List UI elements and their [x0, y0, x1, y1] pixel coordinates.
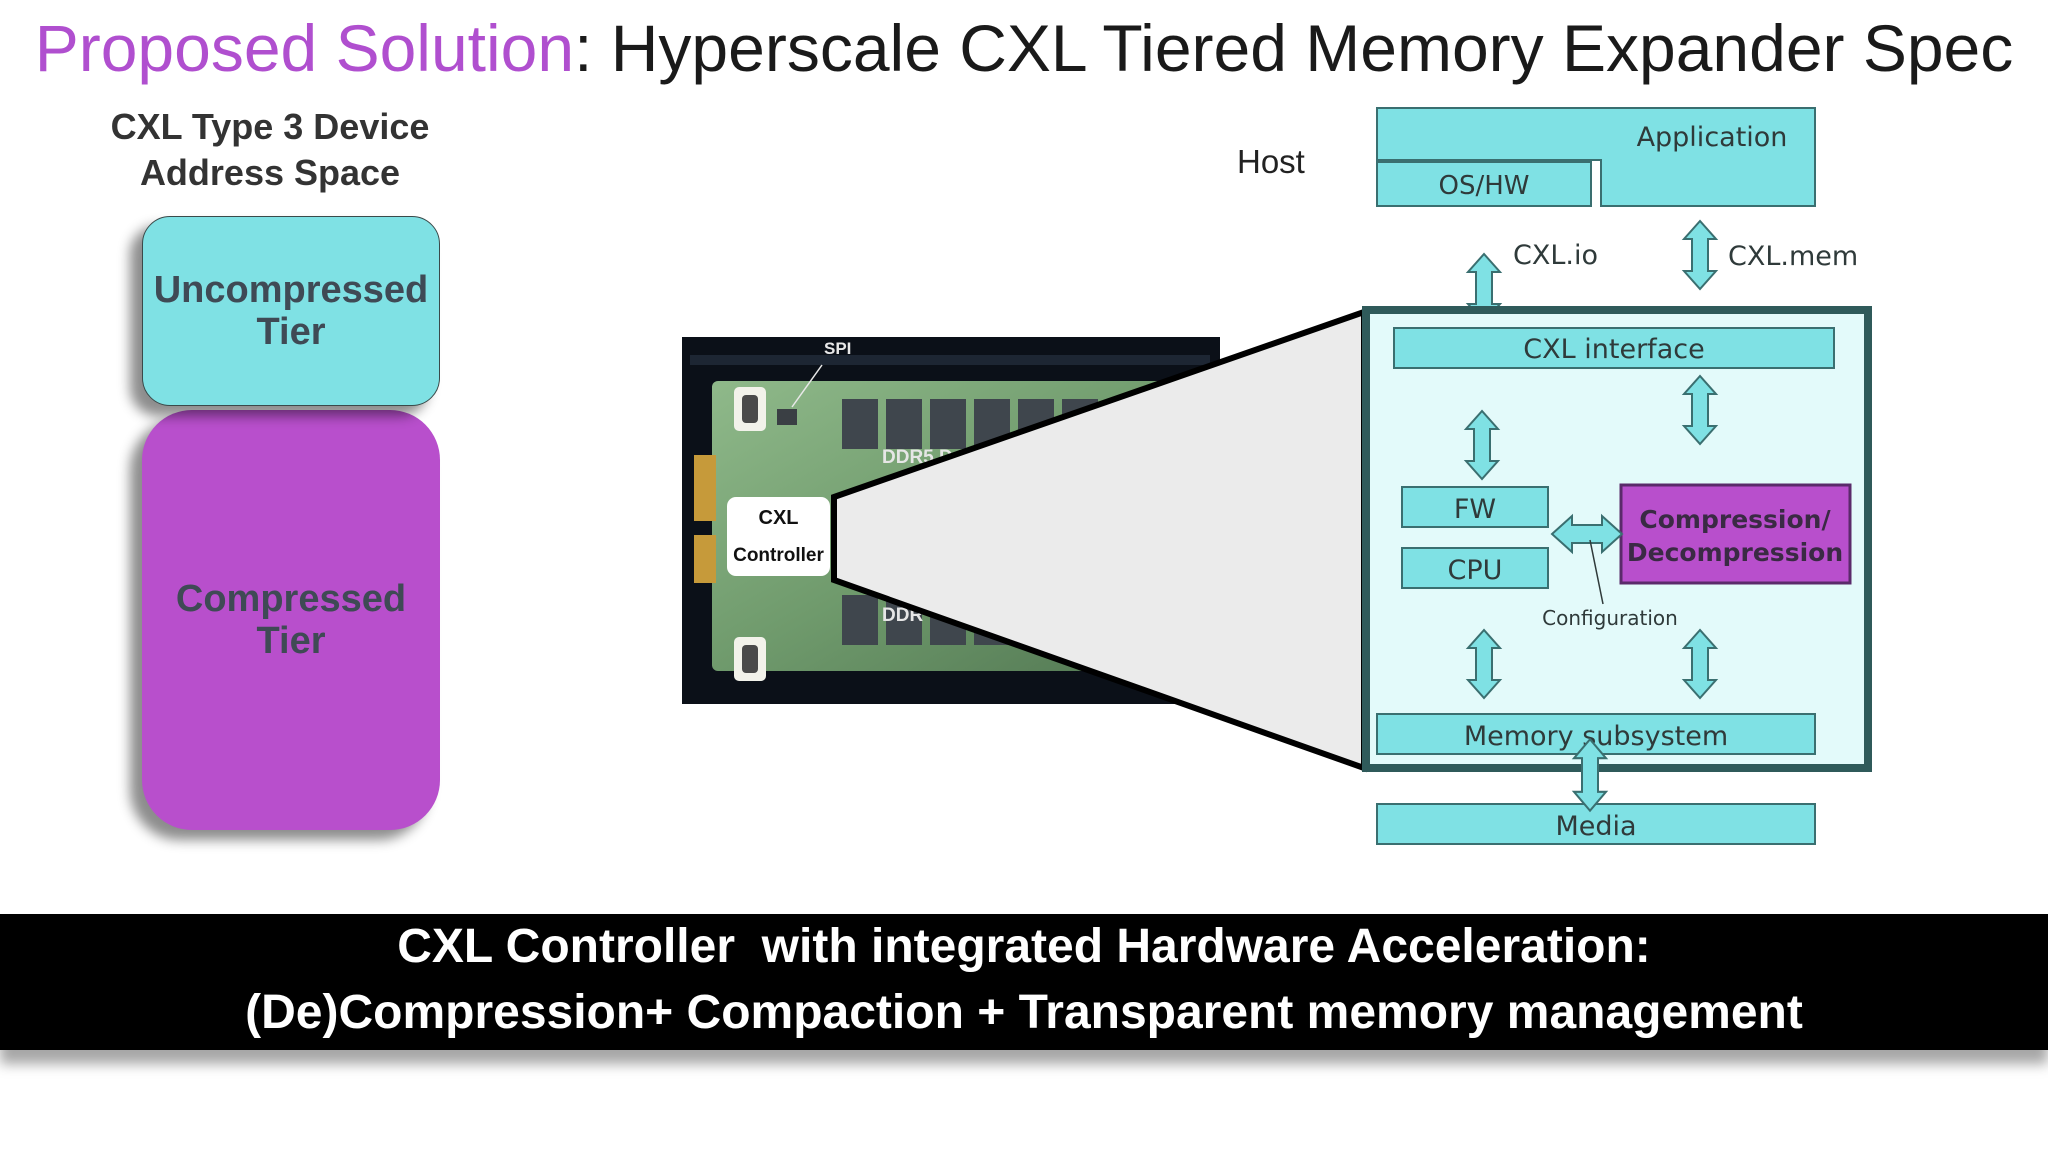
cpu-label: CPU	[1448, 555, 1503, 586]
fw-label: FW	[1454, 494, 1496, 525]
compressed-tier-line2: Tier	[256, 620, 326, 662]
compression-box	[1619, 483, 1852, 585]
address-space-heading-line2: Address Space	[139, 152, 401, 193]
cxl-mem-arrow	[1683, 220, 1717, 290]
title-rest: : Hyperscale CXL Tiered Memory Expander …	[574, 11, 2014, 85]
cxl-interface-box	[1393, 327, 1835, 369]
cxl-mem-label: CXL.mem	[1728, 241, 1858, 272]
fw-box	[1401, 486, 1549, 528]
uncompressed-tier-line1: Uncompressed	[153, 269, 429, 311]
application-box	[1376, 107, 1816, 207]
cpu-compression-arrow	[1550, 513, 1624, 555]
os-hw-label: OS/HW	[1439, 171, 1530, 201]
address-space-heading: CXL Type 3 Device Address Space	[70, 104, 470, 196]
configuration-label: Configuration	[1542, 606, 1678, 630]
compressed-tier-line1: Compressed	[175, 578, 407, 620]
summary-banner-line1: CXL Controller with integrated Hardware …	[397, 920, 1651, 973]
address-space-heading-line1: CXL Type 3 Device	[110, 106, 430, 147]
media-label: Media	[1555, 811, 1636, 842]
compressed-tier: Compressed Tier	[142, 410, 440, 830]
os-hw-box	[1376, 161, 1592, 207]
uncompressed-tier-line2: Tier	[256, 311, 326, 353]
cxl-controller-line2: Controller	[733, 544, 824, 566]
page-title: Proposed Solution: Hyperscale CXL Tiered…	[0, 8, 2048, 88]
edge-connector-bottom	[694, 535, 716, 583]
cxl-io-label: CXL.io	[1513, 240, 1598, 271]
compression-label-line1: Compression/	[1639, 505, 1831, 534]
cpu-box	[1401, 547, 1549, 589]
cxl-controller-line1: CXL	[758, 506, 799, 529]
application-label: Application	[1637, 122, 1788, 153]
configuration-leader	[1589, 539, 1604, 605]
cxl-controller-chip: CXL Controller	[727, 497, 830, 576]
summary-banner-line2: (De)Compression+ Compaction + Transparen…	[245, 986, 1803, 1039]
title-highlight: Proposed Solution	[34, 11, 575, 85]
uncompressed-tier: Uncompressed Tier	[142, 216, 440, 406]
edge-connector-top	[694, 455, 716, 521]
cxl-interface-label: CXL interface	[1523, 334, 1704, 365]
summary-banner: CXL Controller with integrated Hardware …	[0, 914, 2048, 1050]
host-label: Host	[1237, 143, 1305, 180]
compression-label-line2: Decompression	[1627, 538, 1843, 567]
